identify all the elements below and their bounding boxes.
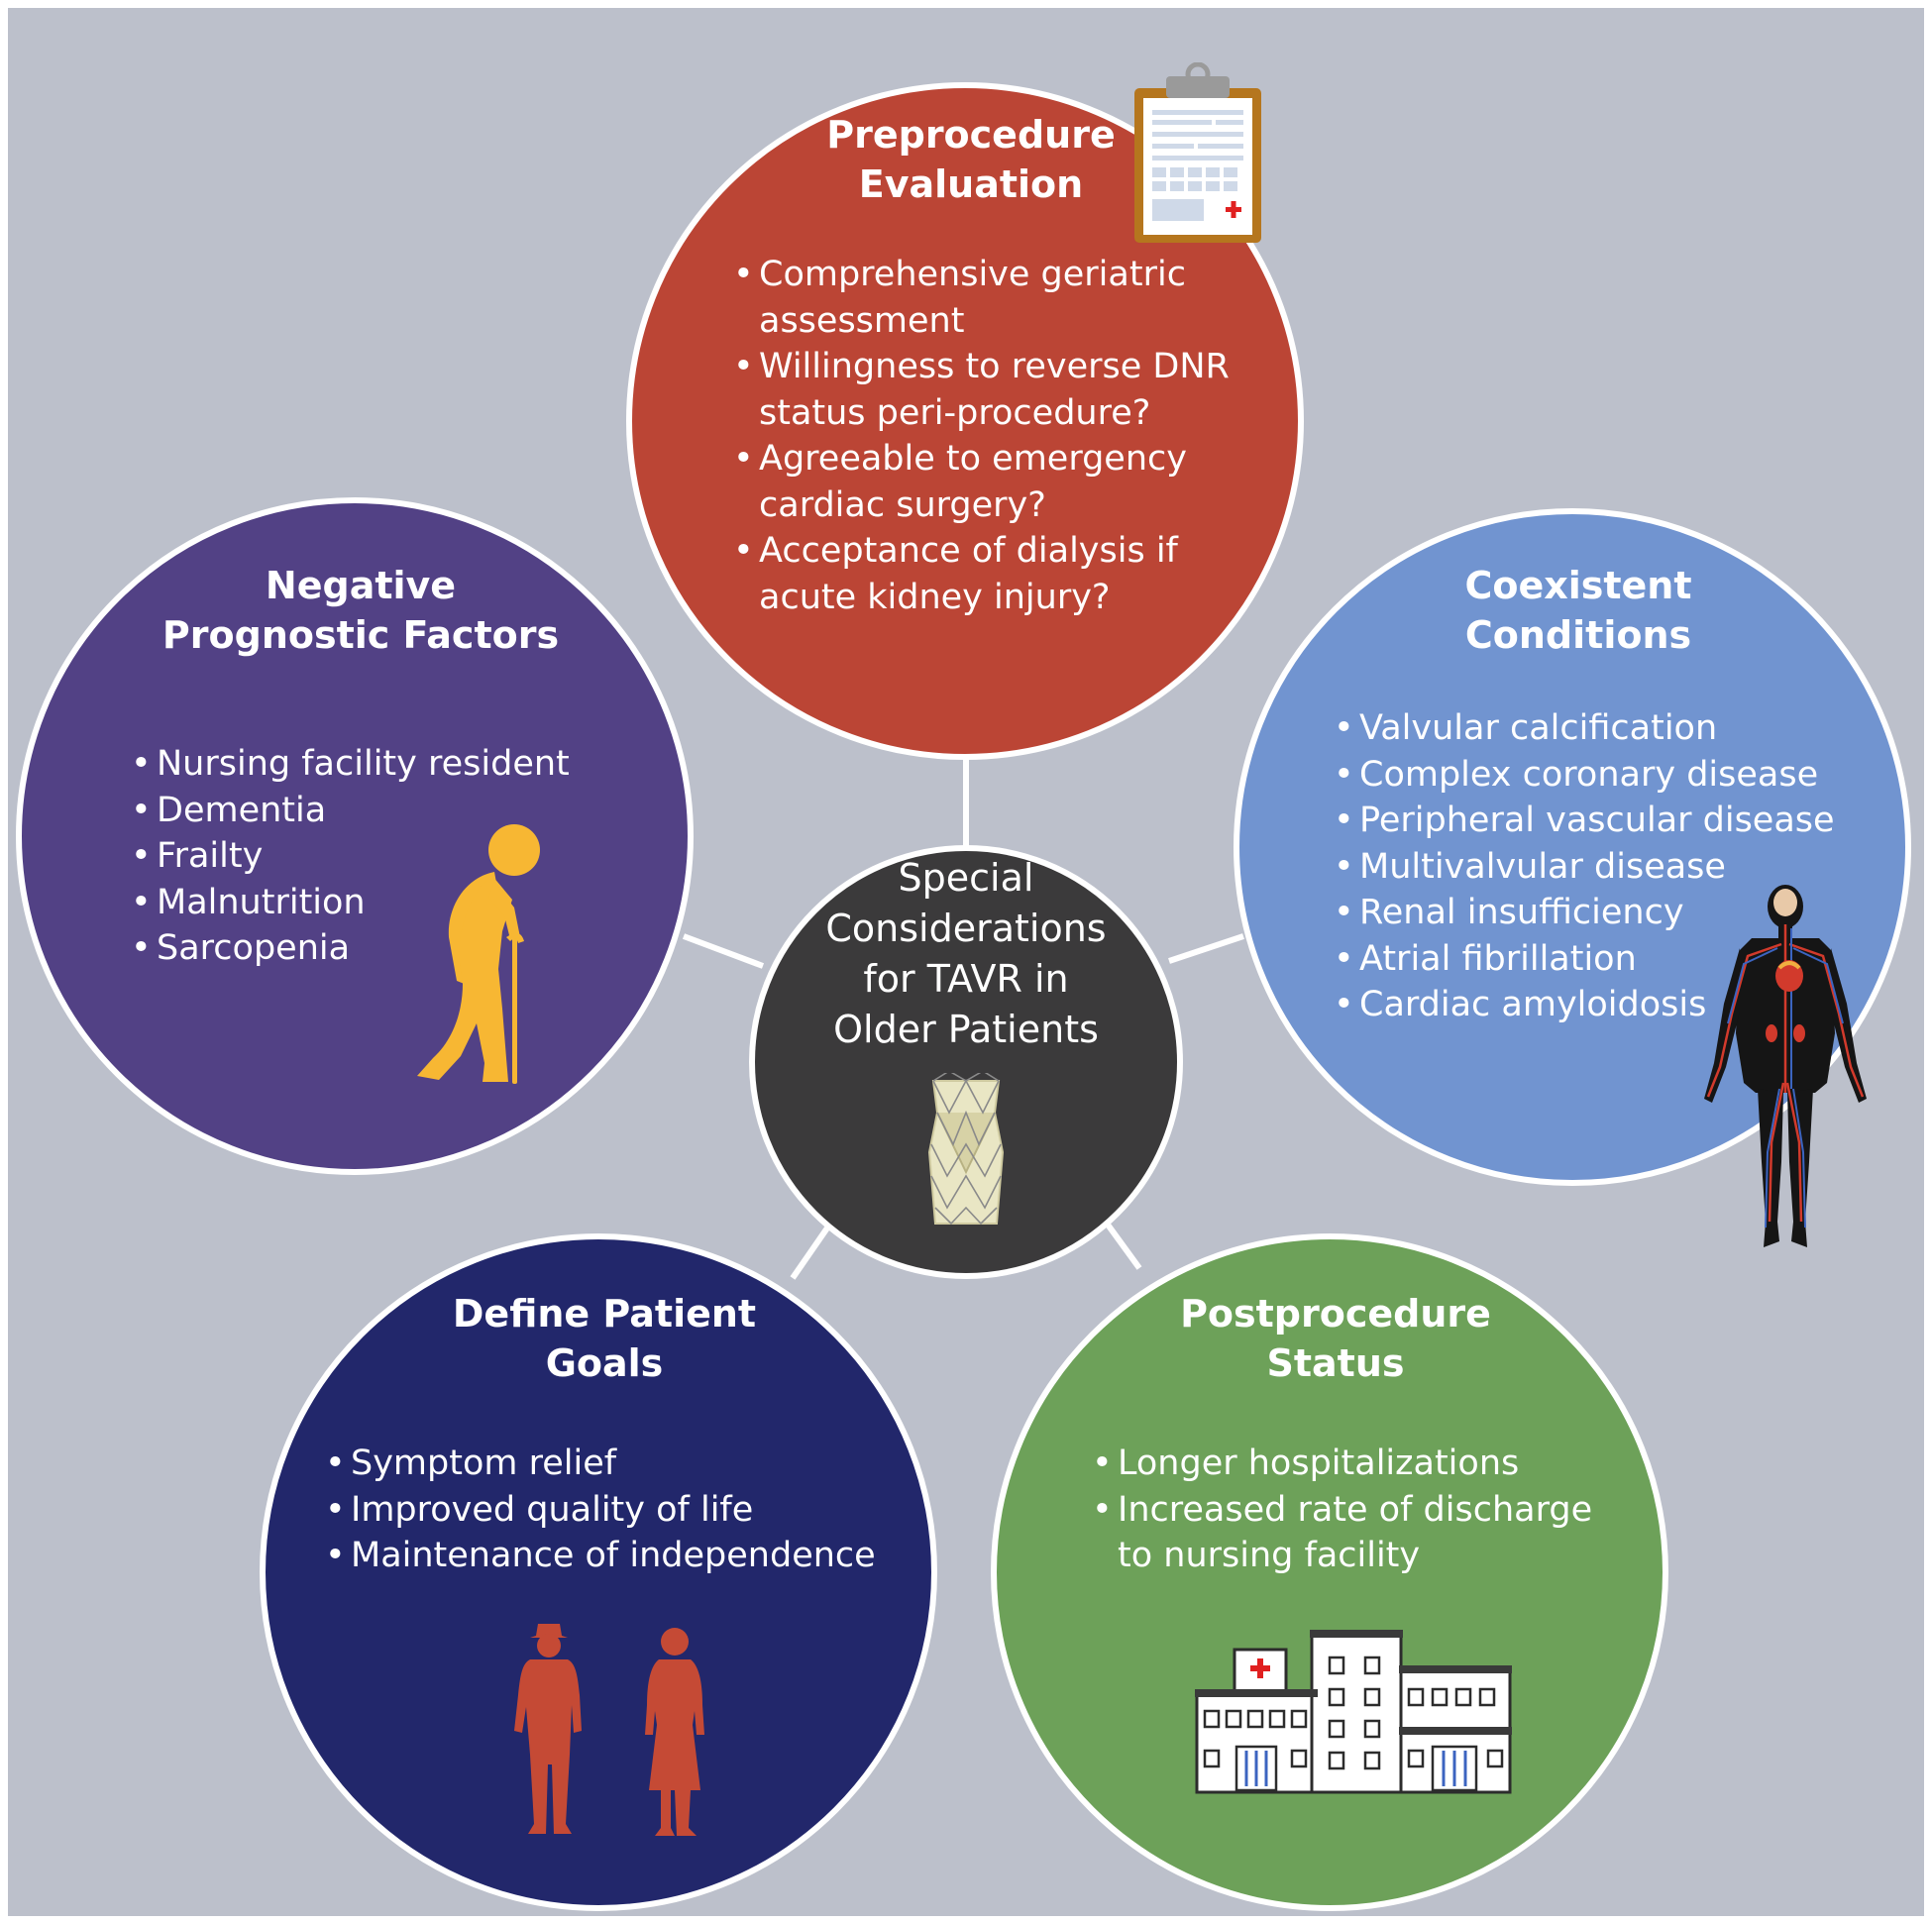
- preprocedure-evaluation-circle: Preprocedure Evaluation Comprehensive ge…: [626, 62, 1304, 760]
- coexistent-title: Coexistent Conditions: [1464, 564, 1692, 657]
- center-title: Special Considerations for TAVR in Older…: [825, 856, 1107, 1051]
- list-item: Longer hospitalizations: [1092, 1441, 1592, 1487]
- list-item: Willingness to reverse DNR status peri-p…: [733, 344, 1230, 436]
- coexistent-list: Valvular calcification Complex coronary …: [1334, 705, 1835, 1028]
- list-item: Dementia: [131, 788, 570, 834]
- list-item: Atrial fibrillation: [1334, 936, 1835, 983]
- list-item: Nursing facility resident: [131, 741, 570, 788]
- connector-coexistent: [1168, 933, 1244, 964]
- list-item: Sarcopenia: [131, 925, 570, 972]
- tavr-valve-icon: [927, 1073, 1005, 1226]
- hospital-icon: [1195, 1630, 1512, 1794]
- center-circle: Special Considerations for TAVR in Older…: [749, 845, 1183, 1279]
- list-item: Valvular calcification: [1334, 705, 1835, 752]
- list-item: Complex coronary disease: [1334, 752, 1835, 799]
- negative-prognostic-factors-circle: Negative Prognostic Factors Nursing faci…: [16, 497, 694, 1175]
- postprocedure-status-circle: Postprocedure Status Longer hospitalizat…: [991, 1233, 1668, 1911]
- list-item: Improved quality of life: [325, 1487, 876, 1534]
- preprocedure-title: Preprocedure Evaluation: [826, 113, 1116, 206]
- list-item: Cardiac amyloidosis: [1334, 982, 1835, 1028]
- list-item: Malnutrition: [131, 880, 570, 926]
- human-circulatory-system-icon: [1704, 885, 1867, 1247]
- negative-list: Nursing facility resident Dementia Frail…: [131, 741, 570, 972]
- define-patient-goals-circle: Define Patient Goals Symptom relief Impr…: [260, 1233, 937, 1911]
- list-item: Increased rate of discharge to nursing f…: [1092, 1487, 1592, 1579]
- postprocedure-list: Longer hospitalizations Increased rate o…: [1092, 1441, 1592, 1579]
- list-item: Renal insufficiency: [1334, 890, 1835, 936]
- list-item: Frailty: [131, 833, 570, 880]
- negative-title: Negative Prognostic Factors: [161, 564, 560, 657]
- elderly-couple-icon: [514, 1624, 704, 1836]
- clipboard-icon: [1134, 62, 1261, 243]
- list-item: Multivalvular disease: [1334, 844, 1835, 891]
- list-item: Acceptance of dialysis if acute kidney i…: [733, 528, 1230, 620]
- list-item: Symptom relief: [325, 1441, 876, 1487]
- list-item: Comprehensive geriatric assessment: [733, 252, 1230, 344]
- list-item: Maintenance of independence: [325, 1533, 876, 1579]
- goals-list: Symptom relief Improved quality of life …: [325, 1441, 876, 1579]
- postprocedure-title: Postprocedure Status: [1180, 1292, 1491, 1385]
- list-item: Peripheral vascular disease: [1334, 798, 1835, 844]
- preprocedure-list: Comprehensive geriatric assessment Willi…: [733, 252, 1230, 620]
- list-item: Agreeable to emergency cardiac surgery?: [733, 436, 1230, 528]
- goals-title: Define Patient Goals: [452, 1292, 757, 1385]
- elderly-person-cane-icon: [417, 824, 540, 1084]
- connector-negative: [682, 933, 765, 969]
